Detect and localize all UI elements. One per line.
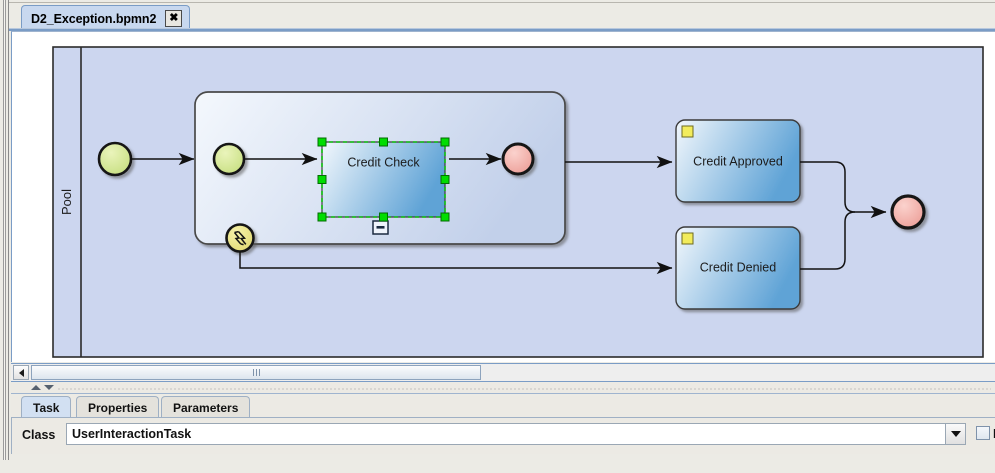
tab-d2-exception[interactable]: D2_Exception.bpmn2 ✖ xyxy=(21,5,191,31)
class-dropdown-button[interactable] xyxy=(946,423,966,445)
close-icon[interactable]: ✖ xyxy=(165,10,183,27)
editor-tab-bar: D2_Exception.bpmn2 ✖ xyxy=(9,0,995,31)
credit-approved-label: Credit Approved xyxy=(693,154,783,168)
property-tab-underline xyxy=(11,417,995,418)
bottom-strip xyxy=(0,460,995,473)
left-gutter-strip xyxy=(3,0,6,473)
scrollbar-track[interactable] xyxy=(482,365,994,380)
selection-handles[interactable] xyxy=(317,137,450,222)
pool-label: Pool xyxy=(59,189,74,215)
splitter-collapse-down-icon[interactable] xyxy=(44,385,54,390)
class-input[interactable]: UserInteractionTask xyxy=(66,423,946,445)
chevron-left-icon xyxy=(18,368,24,377)
node-subprocess-end-event[interactable] xyxy=(501,142,535,176)
credit-denied-label: Credit Denied xyxy=(700,260,776,274)
tab-bar-underline xyxy=(9,29,995,31)
node-start-event[interactable] xyxy=(97,141,133,177)
diagram-canvas[interactable]: Pool xyxy=(11,31,995,362)
node-error-boundary-event[interactable] xyxy=(225,223,255,253)
scrollbar-thumb[interactable] xyxy=(31,365,481,380)
bpmn-diagram[interactable]: Pool xyxy=(12,32,995,362)
grip-icon xyxy=(252,369,260,376)
external-label: Ex xyxy=(993,427,995,441)
splitter-grip[interactable] xyxy=(57,387,991,390)
flow-approved-to-end[interactable] xyxy=(800,161,887,219)
tab-title: D2_Exception.bpmn2 xyxy=(31,11,157,26)
tab-bar-top-line xyxy=(9,2,995,6)
task-property-panel: Class UserInteractionTask Ex xyxy=(11,418,995,454)
node-end-event[interactable] xyxy=(890,194,926,230)
left-gutter xyxy=(0,0,9,473)
tab-bar-underline-light xyxy=(9,28,995,29)
property-tab-bar: Task Properties Parameters xyxy=(11,396,995,418)
tab-properties[interactable]: Properties xyxy=(76,396,160,418)
external-checkbox[interactable] xyxy=(976,426,990,440)
task-marker-icon xyxy=(681,232,694,245)
flow-boundary-to-credit-denied[interactable] xyxy=(239,251,673,275)
node-credit-check[interactable]: Credit Check xyxy=(317,137,450,222)
canvas-horizontal-scrollbar[interactable] xyxy=(11,363,995,382)
panel-splitter[interactable] xyxy=(11,383,995,394)
scroll-left-button[interactable] xyxy=(13,365,29,380)
credit-check-label: Credit Check xyxy=(347,155,420,169)
flow-denied-to-end[interactable] xyxy=(800,211,856,270)
class-label: Class xyxy=(22,428,56,442)
tab-parameters[interactable]: Parameters xyxy=(161,396,251,418)
node-credit-approved[interactable]: Credit Approved xyxy=(675,119,801,203)
node-credit-denied[interactable]: Credit Denied xyxy=(675,226,801,310)
node-subprocess-start-event[interactable] xyxy=(212,142,246,176)
splitter-collapse-up-icon[interactable] xyxy=(31,385,41,390)
chevron-down-icon xyxy=(950,431,961,437)
task-marker-icon xyxy=(681,125,694,138)
tab-task[interactable]: Task xyxy=(21,396,72,418)
